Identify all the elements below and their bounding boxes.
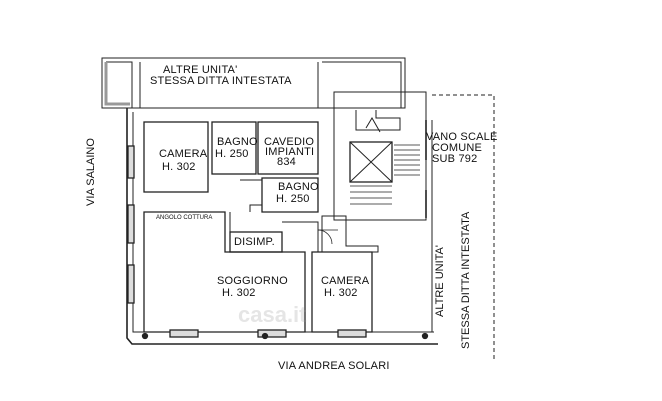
camera1-label: CAMERA [159,148,208,160]
window-bottom-1 [169,329,199,338]
camera2-room [311,251,373,333]
right-unit-label-1: ALTRE UNITA' [434,245,446,317]
right-dashed [432,94,495,360]
bagno1-height: H. 250 [215,148,249,160]
cavedio-label-2: IMPIANTI [265,146,315,158]
cavedio-label-3: 834 [277,156,296,168]
window-left-3 [127,264,135,304]
top-unit-inner [106,61,402,109]
top-unit-label-1: ALTRE UNITA' [163,64,238,76]
cavedio-room [257,121,319,175]
door-arc [317,229,333,245]
window-bottom-2 [257,329,287,338]
via-andrea-solari-label: VIA ANDREA SOLARI [278,360,390,372]
via-salaino-label: VIA SALAINO [85,138,97,206]
camera1-height: H. 302 [162,161,196,173]
vano-scale-label-2: COMUNE [432,142,483,154]
soggiorno-height: H. 302 [222,287,256,299]
watermark: casa.it [238,302,307,327]
bagno1-label: BAGNO [217,136,258,148]
soggiorno-label: SOGGIORNO [217,275,288,287]
lift-box [349,141,393,183]
vano-scale-label-3: SUB 792 [432,153,478,165]
stair-shaft [333,91,427,221]
bagno2-height: H. 250 [276,193,310,205]
window-left-1 [127,145,135,179]
right-unit-label-2: STESSA DITTA INTESTATA [460,211,472,349]
camera1-room [143,121,209,193]
bagno1-room [211,121,257,175]
lift-cross [349,141,393,183]
apartment-outer-wall [126,108,438,345]
window-left-2 [127,204,135,244]
camera2-height: H. 302 [324,287,358,299]
stair-steps [350,144,420,205]
top-unit-outline [101,57,406,109]
window-bottom-3 [337,329,367,338]
disimp-room [229,231,283,253]
disimp-label: DISIMP. [234,236,275,248]
angolo-cottura-label: ANGOLO COTTURA [156,215,213,221]
cavedio-label-1: CAVEDIO [264,136,315,148]
camera2-label: CAMERA [321,275,370,287]
vano-scale-label-1: VANO SCALE [426,131,498,143]
top-unit-label-2: STESSA DITTA INTESTATA [150,75,292,87]
top-hatch [104,62,130,106]
bagno2-label: BAGNO [278,181,319,193]
